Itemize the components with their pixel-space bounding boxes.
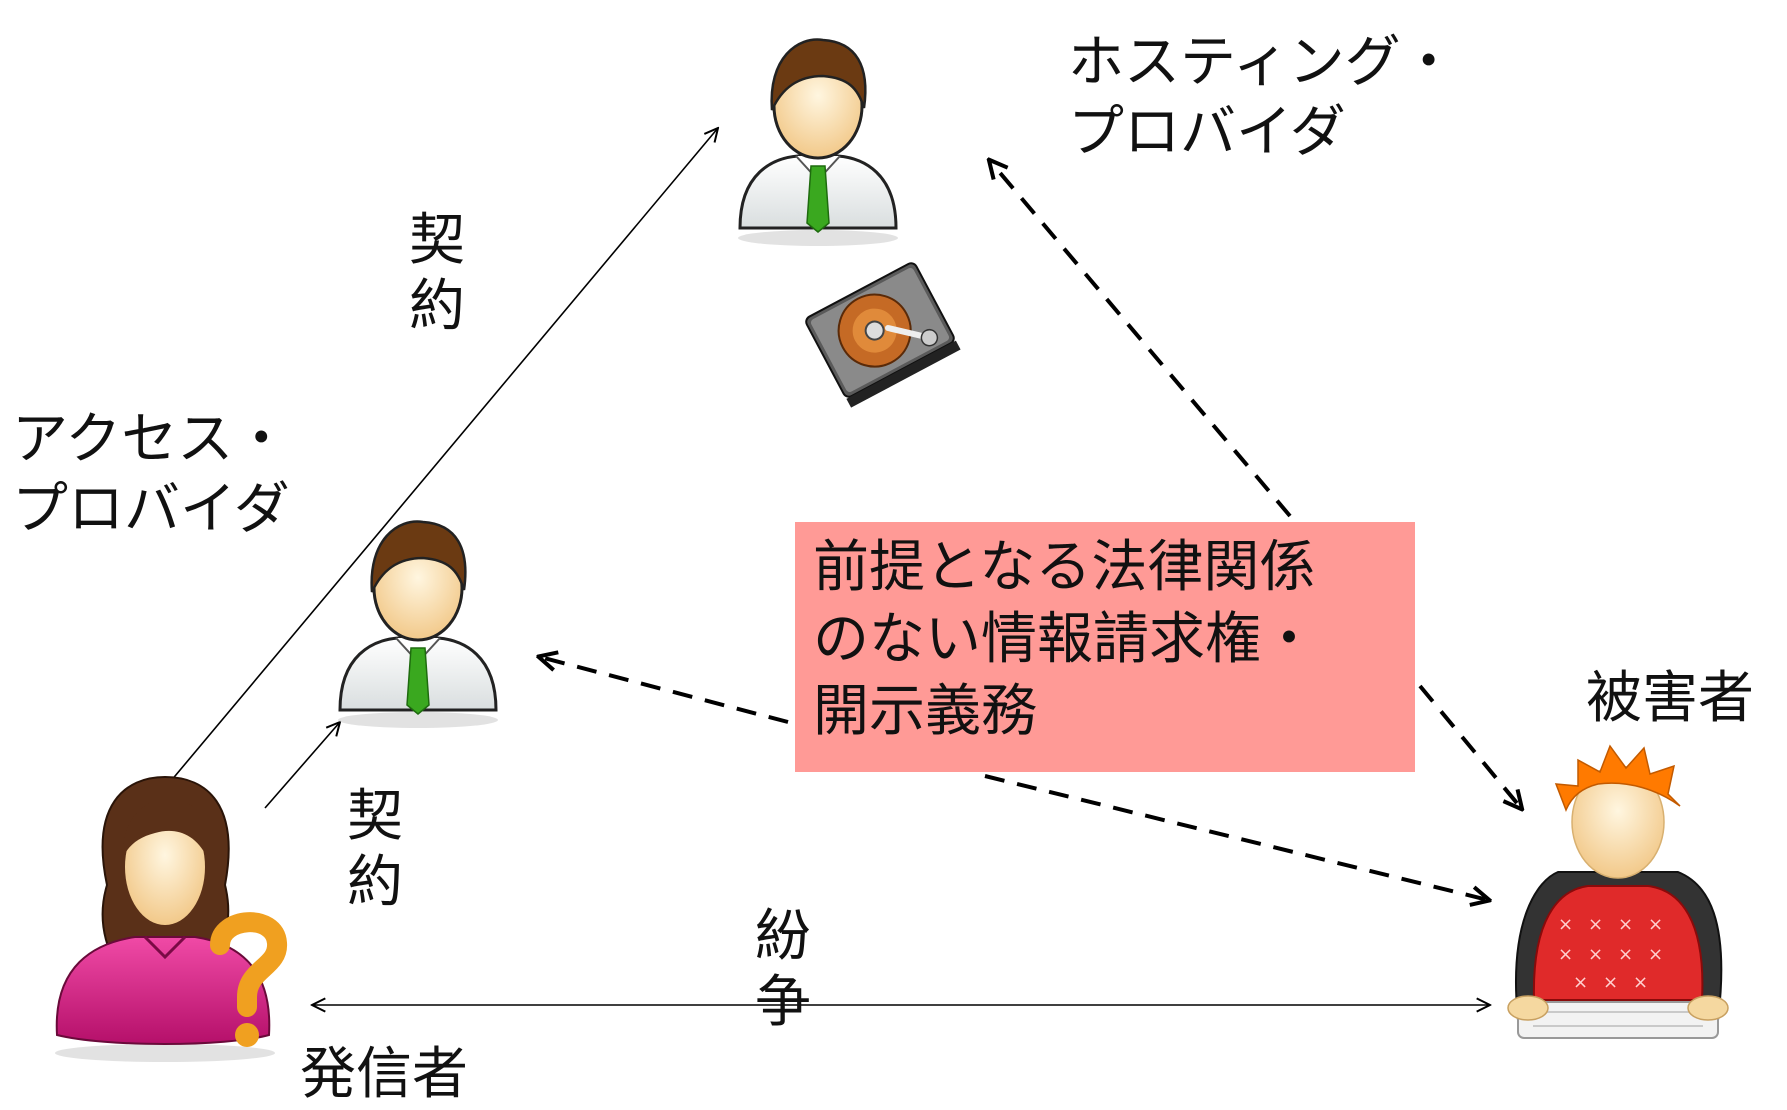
businessman-icon [738,38,898,246]
svg-text:×: × [1618,944,1633,965]
contract-char: 契 [409,208,465,273]
contract-line-sender-to-hosting [164,128,718,789]
sender-label: 発信者 [300,1042,468,1107]
svg-text:×: × [1603,972,1618,993]
woman-question-icon [55,775,287,1062]
businessman-icon [338,520,498,728]
contract-label-upper: 契 約 [402,208,472,340]
disclosure-arrow-to-hosting [990,161,1292,518]
note-line: 開示義務 [813,679,1037,744]
svg-text:×: × [1648,944,1663,965]
contract-char: 約 [347,850,403,915]
note-line: 前提となる法律関係 [813,535,1316,600]
victim-label: 被害者 [1586,666,1754,731]
disclosure-note-box: 前提となる法律関係 のない情報請求権・ 開示義務 [795,522,1415,772]
dispute-char: 争 [755,970,811,1035]
svg-text:×: × [1558,944,1573,965]
person-at-keyboard-icon: × × × × × × × × × × × [1507,744,1729,1039]
disclosure-arrow-to-access [540,657,789,724]
note-line: のない情報請求権・ [813,607,1317,672]
svg-text:×: × [1588,944,1603,965]
access-provider-label: アクセス・ プロバイダ [12,407,290,542]
contract-char: 契 [347,784,403,849]
contract-line-sender-to-access [264,722,340,809]
dispute-char: 紛 [755,904,811,969]
contract-char: 約 [409,274,465,339]
dispute-label: 紛 争 [748,904,818,1036]
svg-text:×: × [1618,914,1633,935]
svg-text:×: × [1558,914,1573,935]
svg-text:×: × [1588,914,1603,935]
svg-text:×: × [1633,972,1648,993]
disclosure-arrow-to-victim-from-hosting [1418,684,1521,808]
hard-disk-icon [805,262,961,408]
svg-text:×: × [1648,914,1663,935]
svg-text:×: × [1573,972,1588,993]
hosting-provider-label: ホスティング・ プロバイダ [1068,30,1457,165]
disclosure-arrow-to-victim-from-access [984,774,1488,900]
contract-label-lower: 契 約 [340,784,410,916]
